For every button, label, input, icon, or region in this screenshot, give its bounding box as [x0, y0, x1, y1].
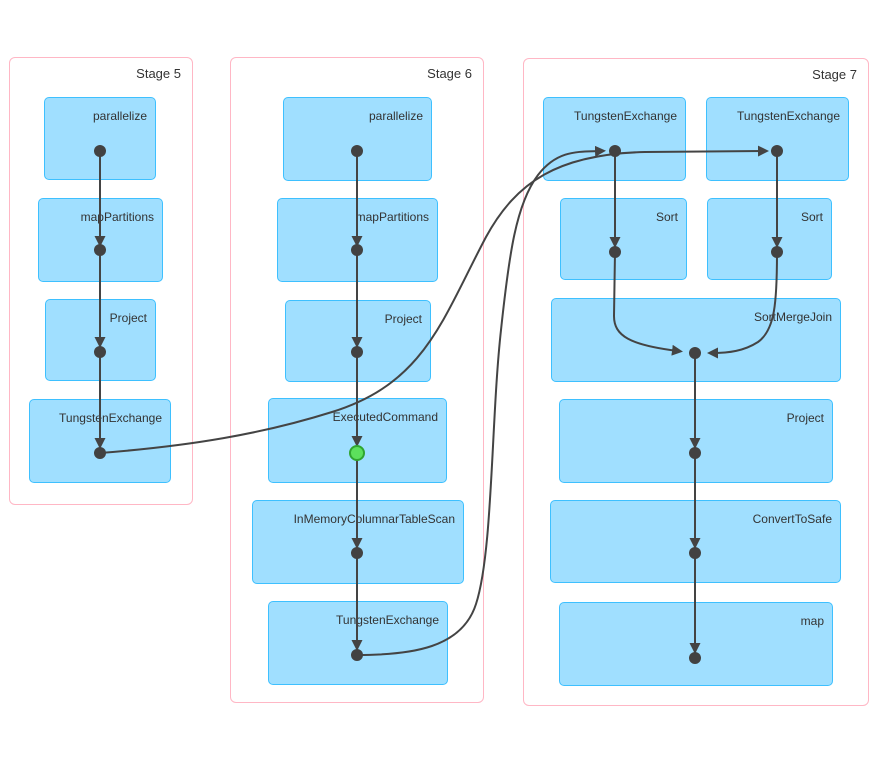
- dag-node-project[interactable]: Project: [45, 299, 156, 381]
- dag-node-converttosafe[interactable]: ConvertToSafe: [550, 500, 841, 583]
- dag-node-map[interactable]: map: [559, 602, 833, 686]
- dag-node-project[interactable]: Project: [559, 399, 833, 483]
- dag-node-parallelize[interactable]: parallelize: [44, 97, 156, 180]
- dag-node-inmemorycolumnartablescan[interactable]: InMemoryColumnarTableScan: [252, 500, 464, 584]
- dag-node-project[interactable]: Project: [285, 300, 431, 382]
- dag-node-tungstenexchange-left[interactable]: TungstenExchange: [543, 97, 686, 181]
- dag-node-tungstenexchange-right[interactable]: TungstenExchange: [706, 97, 849, 181]
- stage-5-label: Stage 5: [136, 66, 181, 81]
- dag-node-sort-left[interactable]: Sort: [560, 198, 687, 280]
- dag-node-mappartitions[interactable]: mapPartitions: [277, 198, 438, 282]
- stage-7-label: Stage 7: [812, 67, 857, 82]
- dag-node-sort-right[interactable]: Sort: [707, 198, 832, 280]
- dag-node-parallelize[interactable]: parallelize: [283, 97, 432, 181]
- dag-node-executedcommand[interactable]: ExecutedCommand: [268, 398, 447, 483]
- dag-node-tungstenexchange[interactable]: TungstenExchange: [29, 399, 171, 483]
- stage-6-label: Stage 6: [427, 66, 472, 81]
- dag-node-tungstenexchange[interactable]: TungstenExchange: [268, 601, 448, 685]
- dag-node-mappartitions[interactable]: mapPartitions: [38, 198, 163, 282]
- dag-node-sortmergejoin[interactable]: SortMergeJoin: [551, 298, 841, 382]
